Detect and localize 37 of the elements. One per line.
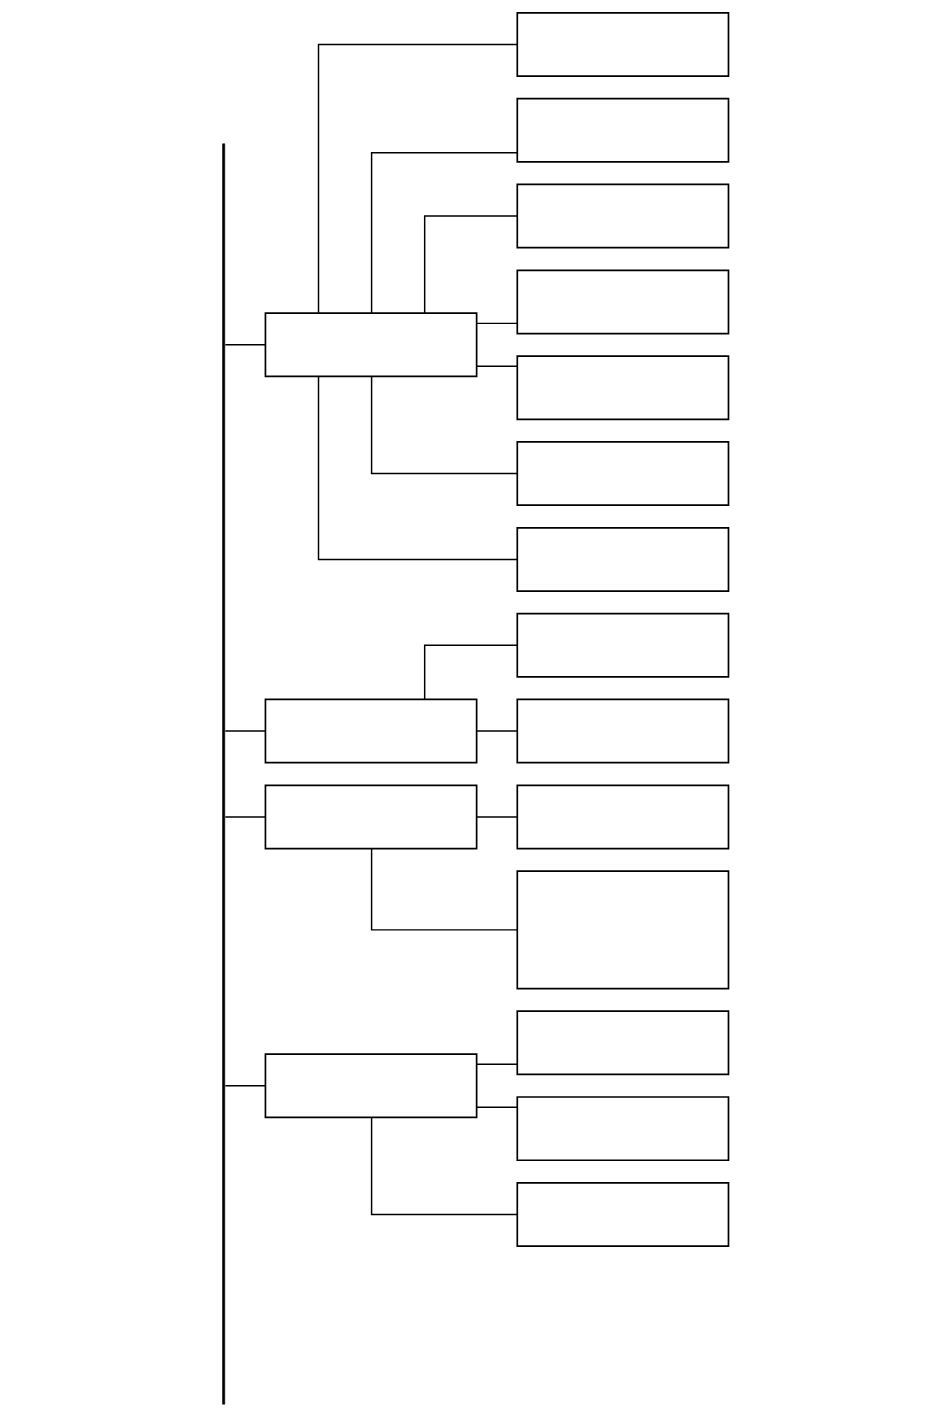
node-box bbox=[515, 1182, 729, 1247]
node-box bbox=[515, 784, 729, 850]
node-box bbox=[515, 355, 729, 421]
node-box bbox=[264, 784, 477, 850]
node-box bbox=[515, 441, 729, 507]
node-box bbox=[515, 526, 729, 592]
node-box bbox=[515, 870, 729, 990]
node-box bbox=[515, 1096, 729, 1162]
connector bbox=[370, 1116, 518, 1216]
node-box bbox=[264, 312, 477, 378]
node-box bbox=[515, 612, 729, 678]
node-box bbox=[515, 11, 729, 77]
node-bar bbox=[221, 143, 225, 1405]
node-box bbox=[515, 269, 729, 335]
connector bbox=[475, 1063, 518, 1065]
connector bbox=[423, 644, 518, 700]
connector bbox=[370, 152, 518, 314]
connector bbox=[475, 730, 518, 732]
connector bbox=[423, 215, 518, 314]
connector bbox=[475, 816, 518, 818]
node-box bbox=[515, 97, 729, 163]
connector bbox=[224, 344, 266, 346]
node-box bbox=[264, 698, 477, 764]
connector bbox=[224, 730, 266, 732]
node-box bbox=[515, 1010, 729, 1076]
connector bbox=[475, 322, 518, 325]
connector bbox=[475, 365, 518, 368]
connector bbox=[224, 816, 266, 818]
connector bbox=[370, 375, 518, 475]
connector bbox=[224, 1084, 266, 1087]
node-box bbox=[264, 1053, 477, 1119]
connector bbox=[317, 43, 518, 314]
connector bbox=[317, 375, 518, 561]
connector bbox=[370, 847, 518, 931]
connector bbox=[475, 1106, 518, 1108]
node-box bbox=[515, 698, 729, 764]
node-box bbox=[515, 183, 729, 249]
